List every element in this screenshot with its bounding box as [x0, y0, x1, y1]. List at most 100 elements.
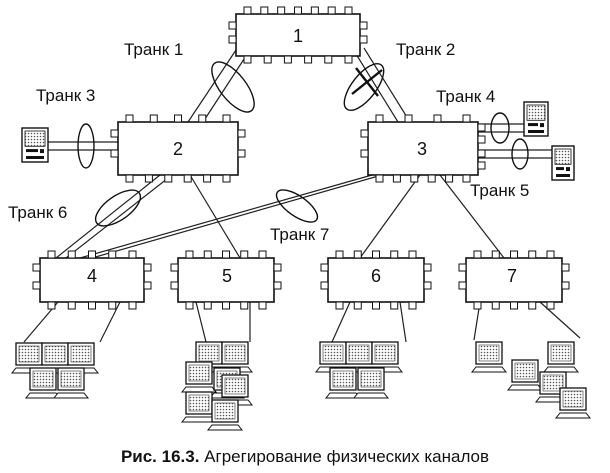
- trunk-6-ellipse: [94, 189, 142, 227]
- port: [258, 301, 267, 310]
- monitor-screen: [542, 374, 564, 392]
- port: [67, 301, 76, 310]
- monitor-screen: [360, 370, 382, 388]
- link-line: [355, 53, 399, 123]
- switch-body: [117, 121, 239, 176]
- link-line: [65, 174, 173, 259]
- monitor-screen: [562, 390, 584, 408]
- port: [408, 250, 417, 259]
- switches-layer: [32, 6, 570, 310]
- port: [243, 6, 252, 15]
- port: [170, 281, 179, 290]
- trunk-label-5: Транк 5: [470, 181, 529, 200]
- port: [273, 281, 282, 290]
- server-led: [40, 149, 44, 154]
- port: [433, 114, 442, 123]
- port: [149, 114, 158, 123]
- port: [359, 21, 368, 30]
- port: [335, 301, 344, 310]
- port: [404, 114, 413, 123]
- keyboard: [24, 392, 62, 399]
- port: [222, 174, 231, 183]
- port: [258, 250, 267, 259]
- port: [510, 250, 518, 259]
- server-base: [556, 174, 570, 177]
- port: [108, 301, 117, 310]
- monitor-screen: [70, 345, 92, 363]
- port: [144, 174, 153, 183]
- monitor-screen: [224, 377, 246, 395]
- workstation-7-3: [506, 359, 544, 391]
- port: [32, 263, 41, 272]
- monitor-screen: [322, 344, 344, 362]
- port: [125, 174, 134, 183]
- port: [310, 6, 319, 15]
- monitor-screen: [32, 370, 54, 388]
- port: [491, 250, 500, 259]
- caption-text: Агрегирование физических каналов: [199, 447, 490, 466]
- port: [222, 114, 231, 123]
- port: [243, 55, 252, 64]
- link-line: [99, 301, 121, 343]
- port: [237, 129, 246, 138]
- port: [277, 6, 286, 15]
- port: [273, 263, 282, 272]
- port: [240, 250, 249, 259]
- link-line: [399, 301, 407, 343]
- switch-body: [367, 121, 479, 176]
- monitor-screen: [188, 364, 210, 382]
- blocked-cross-line: [351, 69, 383, 95]
- keyboard: [180, 386, 218, 393]
- port: [228, 21, 237, 30]
- switch-4: [32, 250, 152, 310]
- trunk-label-4: Транк 4: [436, 87, 495, 106]
- port: [375, 114, 384, 123]
- switch-label-5: 5: [222, 266, 232, 286]
- port: [203, 250, 212, 259]
- port: [240, 301, 249, 310]
- switch-3: [360, 114, 486, 183]
- monitor-screen: [198, 344, 220, 362]
- server-drive: [528, 123, 538, 127]
- monitor-screen: [188, 394, 210, 412]
- server-panel: [554, 148, 572, 165]
- port: [260, 6, 269, 15]
- port: [304, 55, 313, 64]
- port: [128, 301, 137, 310]
- server-panel: [526, 104, 546, 121]
- port: [108, 250, 117, 259]
- link-line: [55, 174, 161, 259]
- monitor-screen: [550, 344, 572, 362]
- port: [410, 174, 419, 183]
- port: [408, 301, 417, 310]
- servers-layer: [21, 101, 575, 181]
- server-trunk-4: [523, 101, 549, 137]
- port: [473, 250, 482, 259]
- port: [110, 129, 119, 138]
- port: [423, 263, 432, 272]
- monitor-screen: [214, 402, 236, 420]
- monitor-screen: [348, 344, 370, 362]
- keyboard: [324, 392, 362, 399]
- workstations-layer: [10, 341, 592, 431]
- link-line: [539, 301, 581, 339]
- port: [170, 263, 179, 272]
- workstation-5-6: [180, 391, 218, 423]
- trunk-7-ellipse: [275, 189, 319, 223]
- monitor-screen: [18, 345, 40, 363]
- port: [327, 6, 336, 15]
- port: [222, 250, 230, 259]
- server-trunk-3: [21, 127, 49, 163]
- port: [458, 281, 467, 290]
- caption-prefix: Рис. 16.3.: [120, 447, 200, 466]
- port: [372, 250, 380, 259]
- keyboard: [554, 412, 592, 419]
- port: [320, 281, 329, 290]
- link-line: [189, 174, 241, 259]
- switch-label-1: 1: [293, 26, 303, 46]
- port: [392, 174, 401, 183]
- port: [88, 250, 96, 259]
- port: [353, 301, 362, 310]
- link-line: [439, 174, 505, 259]
